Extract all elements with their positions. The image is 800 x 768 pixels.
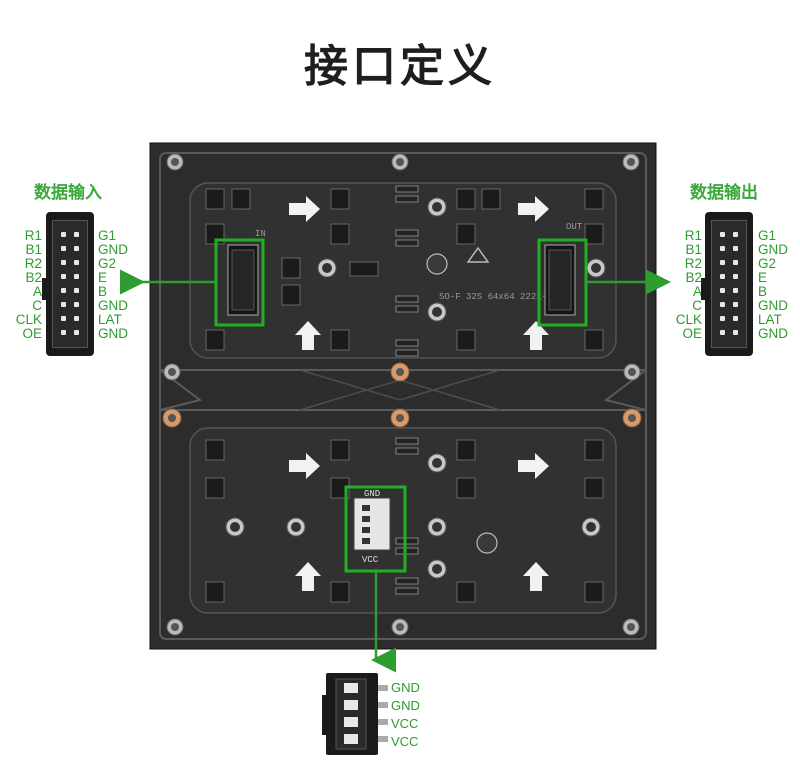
input-header-connector — [42, 212, 94, 356]
pin-label: G1 — [758, 228, 777, 243]
pin-label: R2 — [684, 256, 702, 271]
pin-label: GND — [758, 298, 788, 313]
pin-label: C — [692, 298, 702, 313]
pin-label: B1 — [685, 242, 702, 257]
pin-label: B — [98, 284, 108, 299]
pin-label: CLK — [15, 312, 42, 327]
pin-label: G2 — [758, 256, 777, 271]
pin-label: C — [32, 298, 42, 313]
board-silkscreen: SO-F 32S 64x64 2221-V2.3 — [439, 292, 569, 302]
pin-label: GND — [98, 326, 128, 341]
power-connector — [322, 673, 388, 755]
power-pin-label: GND — [391, 680, 420, 695]
input-left-pin-labels: R1 B1 R2 B2 A C CLK OE — [4, 229, 42, 341]
data-output-title: 数据输出 — [690, 183, 758, 203]
ic-chips — [205, 188, 604, 603]
pin-label: LAT — [758, 312, 782, 327]
output-right-pin-labels: G1 GND G2 E B GND LAT GND — [758, 229, 788, 341]
pin-label: B2 — [685, 270, 702, 285]
pin-label: R2 — [24, 256, 42, 271]
power-pin-label: GND — [391, 698, 420, 713]
board-output-idc-header — [544, 244, 576, 316]
pin-label: A — [32, 284, 42, 299]
pin-label: GND — [98, 298, 128, 313]
output-header-connector — [701, 212, 753, 356]
logo-circle-icon — [476, 532, 498, 554]
pin-label: B2 — [25, 270, 42, 285]
board-power-connector — [353, 497, 391, 551]
pin-label: GND — [758, 326, 788, 341]
power-pin-label: VCC — [391, 734, 419, 749]
logo-circle-icon — [426, 253, 448, 275]
resistor-arrays — [395, 185, 419, 595]
pin-label: LAT — [98, 312, 122, 327]
data-input-title: 数据输入 — [34, 183, 102, 203]
lower-half-region — [189, 427, 617, 614]
pin-label: OE — [22, 326, 42, 341]
pin-label: A — [692, 284, 702, 299]
mounting-holes — [162, 153, 642, 636]
pin-label: GND — [98, 242, 128, 257]
upper-half-region — [189, 182, 617, 359]
output-left-pin-labels: R1 B1 R2 B2 A C CLK OE — [664, 229, 702, 341]
pin-label: CLK — [675, 312, 702, 327]
pin-label: OE — [682, 326, 702, 341]
board-vcc-label: VCC — [362, 555, 379, 565]
pin-label: R1 — [684, 228, 702, 243]
logo-triangle-icon — [466, 246, 490, 263]
pin-label: B — [758, 284, 768, 299]
capacitors — [225, 197, 606, 579]
pin-label: B1 — [25, 242, 42, 257]
direction-arrows — [289, 196, 549, 591]
pin-label: G1 — [98, 228, 117, 243]
input-right-pin-labels: G1 GND G2 E B GND LAT GND — [98, 229, 128, 341]
in-label: IN — [255, 229, 266, 239]
out-label: OUT — [566, 222, 583, 232]
power-pin-label: VCC — [391, 716, 419, 731]
page-title: 接口定义 — [304, 41, 496, 92]
pin-label: G2 — [98, 256, 117, 271]
board-gnd-label: GND — [364, 489, 380, 499]
board-input-idc-header — [227, 244, 259, 316]
pin-label: E — [758, 270, 768, 285]
pin-label: R1 — [24, 228, 42, 243]
pin-label: GND — [758, 242, 788, 257]
pin-label: E — [98, 270, 108, 285]
